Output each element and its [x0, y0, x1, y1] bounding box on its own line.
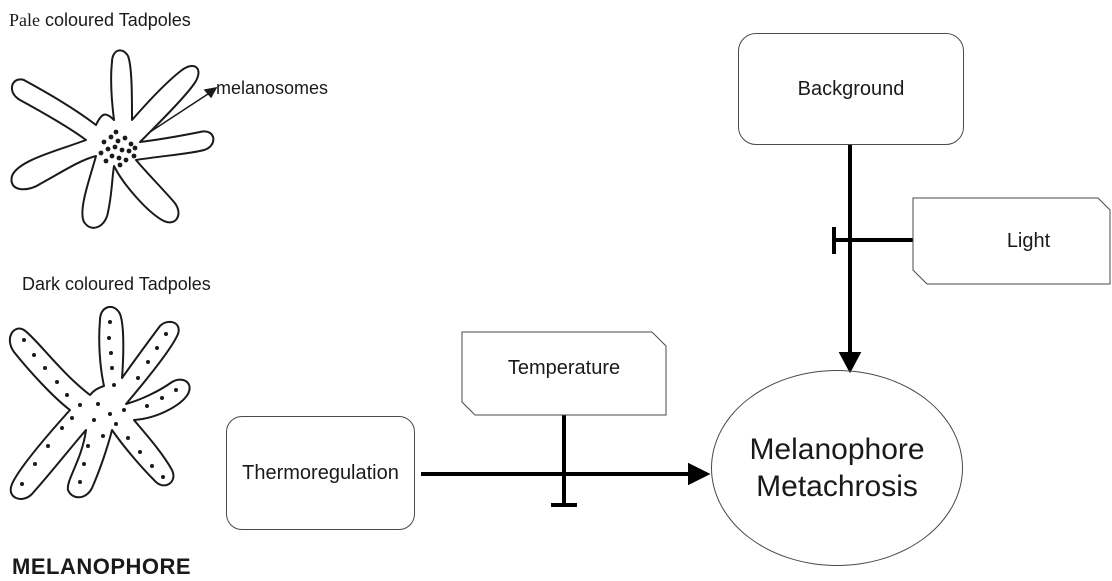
temperature-node: Temperature: [462, 332, 666, 405]
thermoregulation-label: Thermoregulation: [242, 461, 399, 484]
melanosomes-pointer-arrow: [149, 86, 218, 133]
background-to-metachrosis-arrow: [838, 145, 862, 374]
pale-caption-rest: coloured Tadpoles: [40, 10, 191, 30]
light-inhibition-bar: [832, 227, 913, 254]
pale-melanophore-cell: [10, 49, 215, 229]
pale-melanosomes-cluster: [98, 129, 138, 168]
melanophore-title: MELANOPHORE: [12, 554, 192, 579]
thermoregulation-to-metachrosis-arrow: [421, 462, 711, 486]
light-node: Light: [913, 198, 1110, 284]
melanophore-metachrosis-node: Melanophore Metachrosis: [711, 370, 963, 566]
dark-melanosomes-dispersed: [20, 320, 178, 486]
temperature-label: Temperature: [507, 357, 621, 379]
background-label: Background: [797, 77, 905, 100]
melanosomes-label: melanosomes: [216, 78, 329, 98]
temperature-inhibition-bar: [551, 415, 577, 507]
pale-tadpoles-caption: Pale coloured Tadpoles: [9, 10, 191, 31]
dark-melanophore-cell: [8, 305, 191, 500]
metachrosis-line2: Metachrosis: [756, 470, 918, 503]
dark-tadpoles-caption: Dark coloured Tadpoles: [22, 274, 211, 294]
temperature-node-shape: [461, 331, 667, 416]
thermoregulation-node: Thermoregulation: [226, 416, 415, 530]
metachrosis-line1: Melanophore: [749, 432, 925, 466]
background-node: Background: [738, 33, 964, 145]
light-node-shape: [912, 197, 1111, 285]
light-label: Light: [1006, 229, 1051, 252]
pale-word: Pale: [9, 10, 40, 30]
